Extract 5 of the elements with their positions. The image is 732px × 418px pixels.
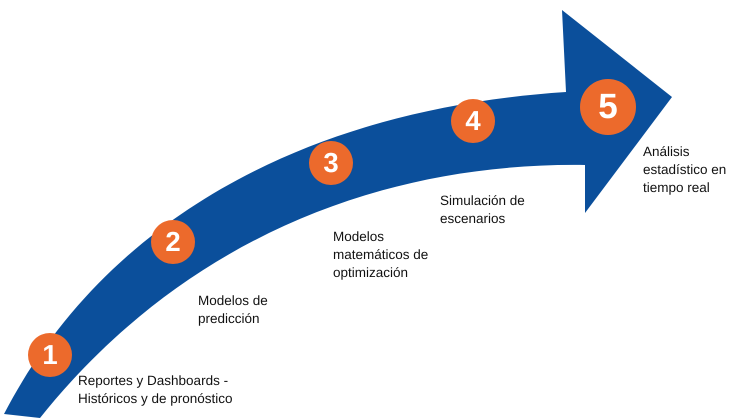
step-label: Análisis estadístico en tiempo real bbox=[643, 143, 728, 197]
step-label: Modelos matemáticos de optimización bbox=[333, 228, 430, 282]
step-label: Simulación de escenarios bbox=[440, 192, 526, 228]
step-label: Modelos de predicción bbox=[198, 292, 269, 328]
step-label: Reportes y Dashboards - Históricos y de pronóstico bbox=[78, 372, 234, 408]
